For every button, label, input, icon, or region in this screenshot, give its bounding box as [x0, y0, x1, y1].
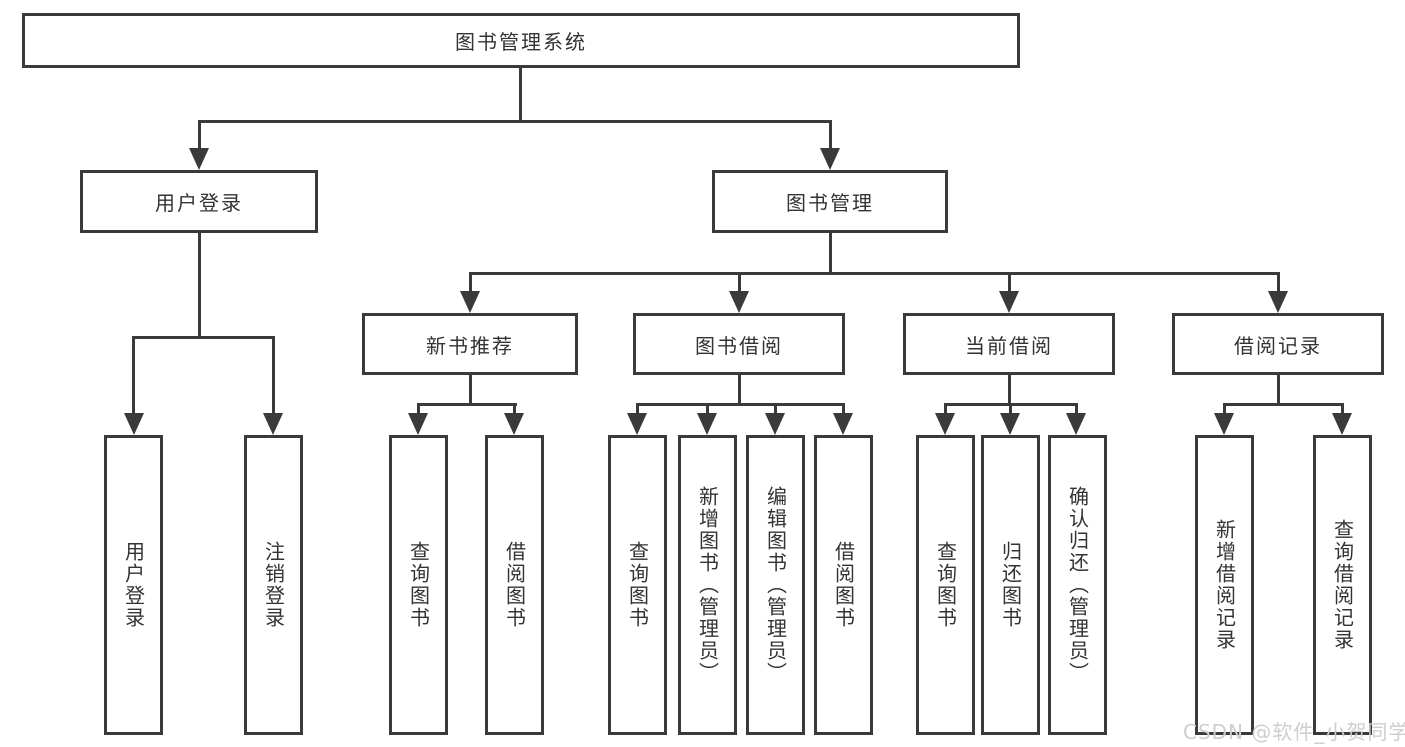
connector-line [636, 403, 639, 415]
node-root: 图书管理系统 [22, 13, 1020, 68]
arrow-down-icon [1066, 413, 1086, 435]
leaf-label: 编辑图书（管理员） [763, 486, 788, 684]
connector-line [198, 120, 201, 150]
arrow-down-icon [504, 413, 524, 435]
leaf-label: 确认归还（管理员） [1065, 486, 1090, 684]
connector-line [706, 403, 709, 415]
connector-line [829, 120, 832, 150]
leaf-label: 新增借阅记录 [1212, 519, 1237, 651]
arrow-down-icon [820, 148, 840, 170]
connector-line [1223, 403, 1343, 406]
leaf-label: 借阅图书 [831, 541, 856, 629]
leaf-label: 查询图书 [933, 541, 958, 629]
arrow-down-icon [935, 413, 955, 435]
leaf-query-books-3: 查询图书 [916, 435, 975, 735]
connector-line [1075, 403, 1078, 415]
node-current-borrow: 当前借阅 [903, 313, 1115, 375]
connector-line [944, 403, 947, 415]
arrow-down-icon [189, 148, 209, 170]
node-root-label: 图书管理系统 [455, 30, 587, 54]
connector-line [198, 120, 832, 123]
node-label: 当前借阅 [965, 333, 1053, 358]
arrow-down-icon [263, 413, 283, 435]
node-label: 用户登录 [155, 191, 243, 215]
connector-line [198, 233, 201, 337]
connector-line [842, 403, 845, 415]
leaf-label: 借阅图书 [502, 541, 527, 629]
leaf-borrow-books-2: 借阅图书 [814, 435, 873, 735]
connector-line [829, 233, 832, 275]
leaf-add-borrow-record: 新增借阅记录 [1195, 435, 1254, 735]
connector-line [469, 375, 472, 405]
connector-line [417, 403, 517, 406]
leaf-query-books-1: 查询图书 [389, 435, 448, 735]
connector-line [1009, 403, 1012, 415]
connector-line [513, 403, 516, 415]
leaf-edit-books-admin: 编辑图书（管理员） [746, 435, 805, 735]
leaf-label: 查询图书 [406, 541, 431, 629]
connector-line [738, 272, 741, 294]
node-label: 新书推荐 [426, 333, 514, 358]
connector-line [1277, 272, 1280, 294]
connector-line [774, 403, 777, 415]
leaf-confirm-return-admin: 确认归还（管理员） [1048, 435, 1107, 735]
connector-line [1223, 403, 1226, 415]
leaf-logout: 注销登录 [244, 435, 303, 735]
node-label: 图书借阅 [695, 333, 783, 358]
connector-line [738, 375, 741, 405]
node-user-login: 用户登录 [80, 170, 318, 233]
connector-line [636, 403, 844, 406]
connector-line [519, 68, 522, 120]
connector-line [1008, 375, 1011, 405]
arrow-down-icon [124, 413, 144, 435]
arrow-down-icon [833, 413, 853, 435]
node-book-borrow: 图书借阅 [633, 313, 845, 375]
node-borrow-records: 借阅记录 [1172, 313, 1384, 375]
arrow-down-icon [460, 291, 480, 313]
connector-line [132, 336, 274, 339]
node-new-book-recommend: 新书推荐 [362, 313, 578, 375]
arrow-down-icon [697, 413, 717, 435]
leaf-user-login: 用户登录 [104, 435, 163, 735]
arrow-down-icon [1332, 413, 1352, 435]
leaf-label: 用户登录 [121, 541, 146, 629]
leaf-query-borrow-record: 查询借阅记录 [1313, 435, 1372, 735]
node-book-management: 图书管理 [712, 170, 948, 233]
arrow-down-icon [408, 413, 428, 435]
connector-line [469, 272, 472, 294]
connector-line [1341, 403, 1344, 415]
connector-line [272, 336, 275, 415]
leaf-label: 归还图书 [998, 541, 1023, 629]
connector-line [1008, 272, 1011, 294]
arrow-down-icon [1000, 413, 1020, 435]
csdn-watermark: CSDN @软件_小贺同学 [1183, 720, 1405, 744]
connector-line [1277, 375, 1280, 405]
leaf-label: 注销登录 [261, 541, 286, 629]
leaf-label: 新增图书（管理员） [695, 486, 720, 684]
node-label: 图书管理 [786, 191, 874, 215]
connector-line [417, 403, 420, 415]
leaf-add-books-admin: 新增图书（管理员） [678, 435, 737, 735]
arrow-down-icon [1214, 413, 1234, 435]
arrow-down-icon [627, 413, 647, 435]
leaf-label: 查询图书 [625, 541, 650, 629]
node-label: 借阅记录 [1234, 333, 1322, 358]
arrow-down-icon [1268, 291, 1288, 313]
arrow-down-icon [999, 291, 1019, 313]
leaf-label: 查询借阅记录 [1330, 519, 1355, 651]
connector-line [469, 272, 1279, 275]
leaf-return-books: 归还图书 [981, 435, 1040, 735]
arrow-down-icon [765, 413, 785, 435]
connector-line [132, 336, 135, 415]
leaf-borrow-books-1: 借阅图书 [485, 435, 544, 735]
arrow-down-icon [729, 291, 749, 313]
leaf-query-books-2: 查询图书 [608, 435, 667, 735]
